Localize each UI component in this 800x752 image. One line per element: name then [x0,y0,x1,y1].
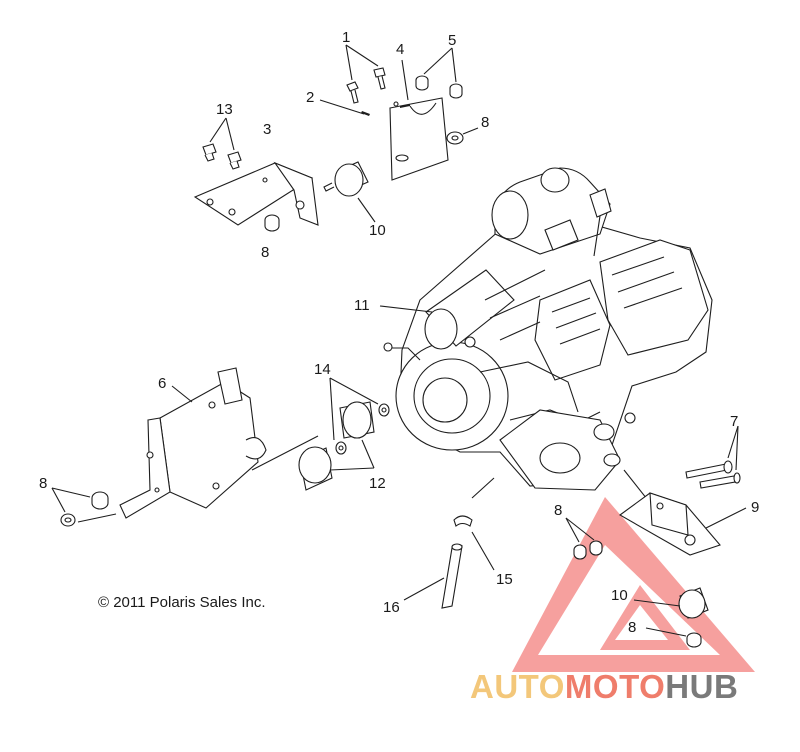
callout-15: 15 [496,571,513,588]
callout-12: 12 [369,475,386,492]
engine-assembly [383,167,713,491]
clamp-15 [453,515,473,527]
callout-8-upper-left: 8 [261,244,269,261]
washer-14a [378,403,390,417]
bolt-1a [346,81,359,104]
nut-8-right-b [589,540,603,556]
callout-4: 4 [396,41,404,58]
watermark-triangle [512,497,755,672]
callout-1: 1 [342,29,350,46]
nut-8-left-upper [91,491,109,510]
nut-8-right-bottom [686,632,702,648]
callout-8-left: 8 [39,475,47,492]
callout-16: 16 [383,599,400,616]
bolt-7a [685,460,733,479]
callout-8-right: 8 [554,502,562,519]
callout-8-bottom: 8 [628,619,636,636]
mount-10-bottom [678,587,709,619]
callout-10-bottom: 10 [611,587,628,604]
nut-5a [415,75,429,91]
callout-11: 11 [354,297,370,314]
callout-3: 3 [263,121,271,138]
bolt-1b [373,67,386,90]
nut-8-right-a [573,544,587,560]
bracket-4 [389,97,449,181]
bracket-3 [193,161,319,226]
mount-12b [298,446,333,491]
callout-6: 6 [158,375,166,392]
watermark-hub: HUB [665,668,739,705]
watermark-moto: MOTO [564,668,666,705]
bolt-13b [227,151,242,170]
bracket-6 [119,367,267,519]
bolt-13a [202,143,217,162]
nut-8-top [446,131,464,145]
mount-10-top [323,161,369,197]
nut-5b [449,83,463,99]
tube-16 [441,543,463,609]
callout-5: 5 [448,32,456,49]
washer-14b [335,441,347,455]
watermark-logo: AUTOMOTOHUB [470,668,738,706]
bolt-7b [699,472,741,489]
callout-10-top: 10 [369,222,386,239]
callout-13: 13 [216,101,233,118]
nut-8-left-lower [60,513,76,527]
watermark-auto: AUTO [470,668,565,705]
nut-8-upper-left [264,214,280,232]
copyright-notice: © 2011 Polaris Sales Inc. [98,594,266,611]
mount-12a [339,401,375,439]
callout-14: 14 [314,361,331,378]
callout-7: 7 [730,413,738,430]
callout-9: 9 [751,499,759,516]
callout-2: 2 [306,89,314,106]
callout-8-top: 8 [481,114,489,131]
bracket-9 [618,492,721,556]
